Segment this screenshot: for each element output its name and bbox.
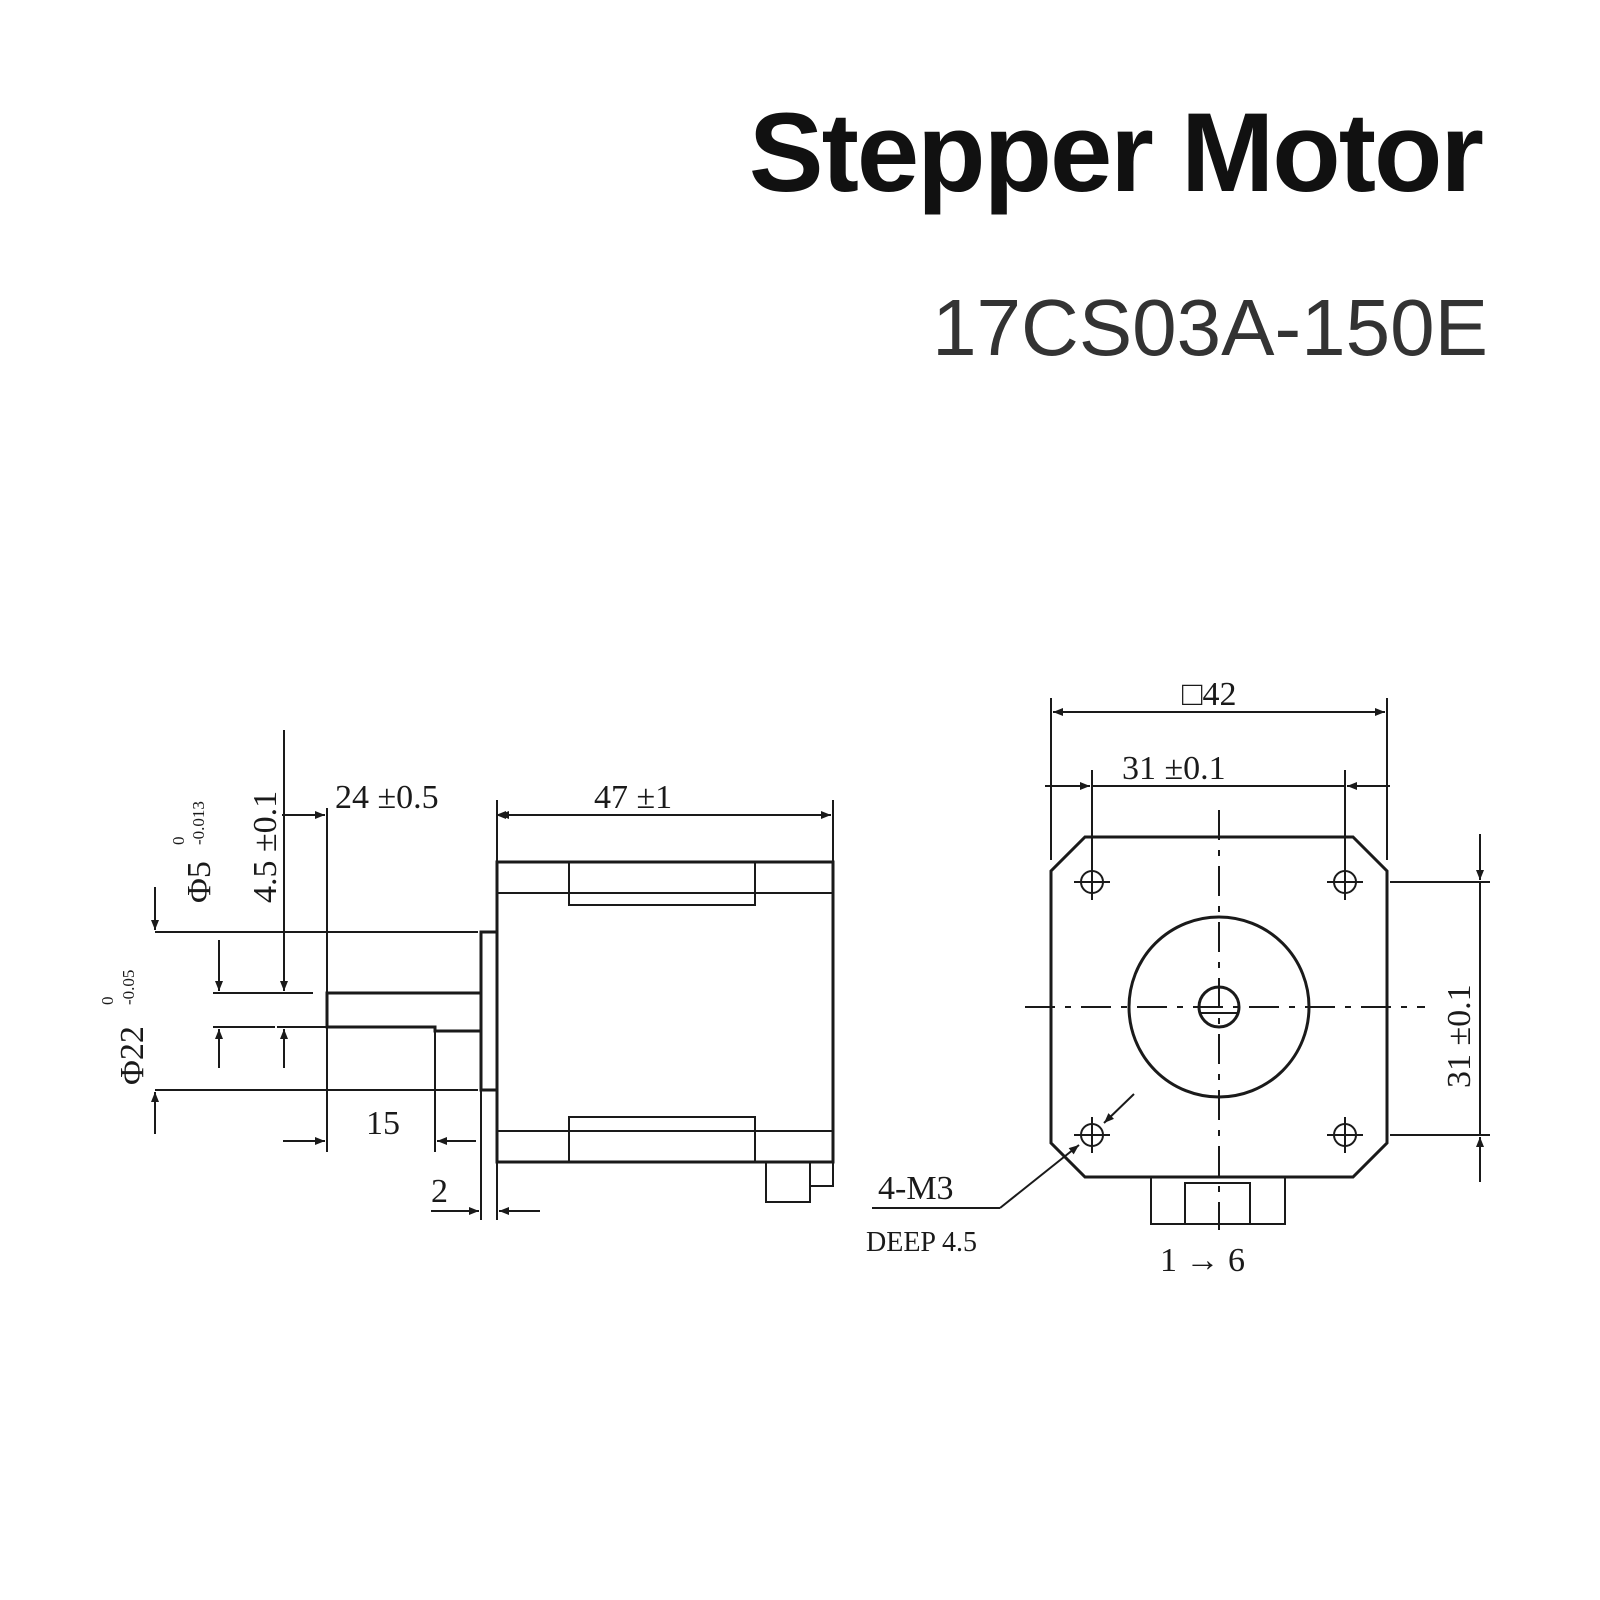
leader-arrow-hole-out (999, 1144, 1080, 1209)
dim-flat-length: 15 (366, 1105, 400, 1142)
dim-body-length: 47 ±1 (594, 779, 672, 816)
dim-boss-dia: Φ22 (114, 1026, 151, 1085)
dim-boss-height: 2 (431, 1173, 448, 1210)
hole-callout: 4-M3 (878, 1170, 954, 1207)
connector-pins: 1 → 6 (1160, 1242, 1245, 1279)
dim-boss-dia-tol-lower: -0.05 (119, 970, 138, 1005)
mounting-hole-bottom-right (1327, 1117, 1363, 1153)
dim-shaft-dia: Φ5 (181, 861, 218, 903)
dim-shaft-dia-tol-upper: 0 (169, 837, 188, 846)
flange-outline (1049, 835, 1389, 1179)
side-connector (765, 1161, 811, 1203)
boss-outline (479, 930, 499, 1092)
front-connector-socket (1184, 1182, 1251, 1225)
label-hole-spacing-v: 31 ±0.1 (1441, 984, 1478, 1088)
page-title: Stepper Motor (748, 90, 1484, 215)
dim-frame-size: □42 (1182, 676, 1237, 713)
side-view: 24 ±0.5 47 ±1 15 2 (98, 730, 835, 1220)
mounting-hole-bottom-left (1074, 1117, 1110, 1153)
hole-depth: DEEP 4.5 (866, 1227, 977, 1258)
model-number: 17CS03A-150E (932, 283, 1488, 372)
leader-arrow-hole-in (1103, 1093, 1135, 1124)
dim-flat-depth: 4.5 ±0.1 (247, 791, 284, 903)
dim-hole-spacing-v: 31 ±0.1 (1441, 984, 1478, 1088)
dim-hole-spacing-h: 31 ±0.1 (1122, 750, 1226, 787)
dim-shaft-length: 24 ±0.5 (335, 779, 439, 816)
dim-boss-dia-tol-upper: 0 (98, 997, 117, 1006)
label-flat-depth: 4.5 ±0.1 (247, 791, 284, 903)
front-view: □42 31 ±0.1 31 ±0.1 4-M3 DEEP 4.5 (866, 676, 1490, 1279)
dim-shaft-dia-tol-lower: -0.013 (189, 801, 208, 845)
bottom-label-block (568, 1116, 756, 1163)
side-connector-lip (809, 1161, 834, 1187)
label-shaft-dia: Φ5 0 -0.013 (169, 801, 218, 903)
top-label-block (568, 861, 756, 906)
label-boss-dia: Φ22 0 -0.05 (98, 970, 151, 1085)
shaft-outline (325, 991, 481, 1033)
